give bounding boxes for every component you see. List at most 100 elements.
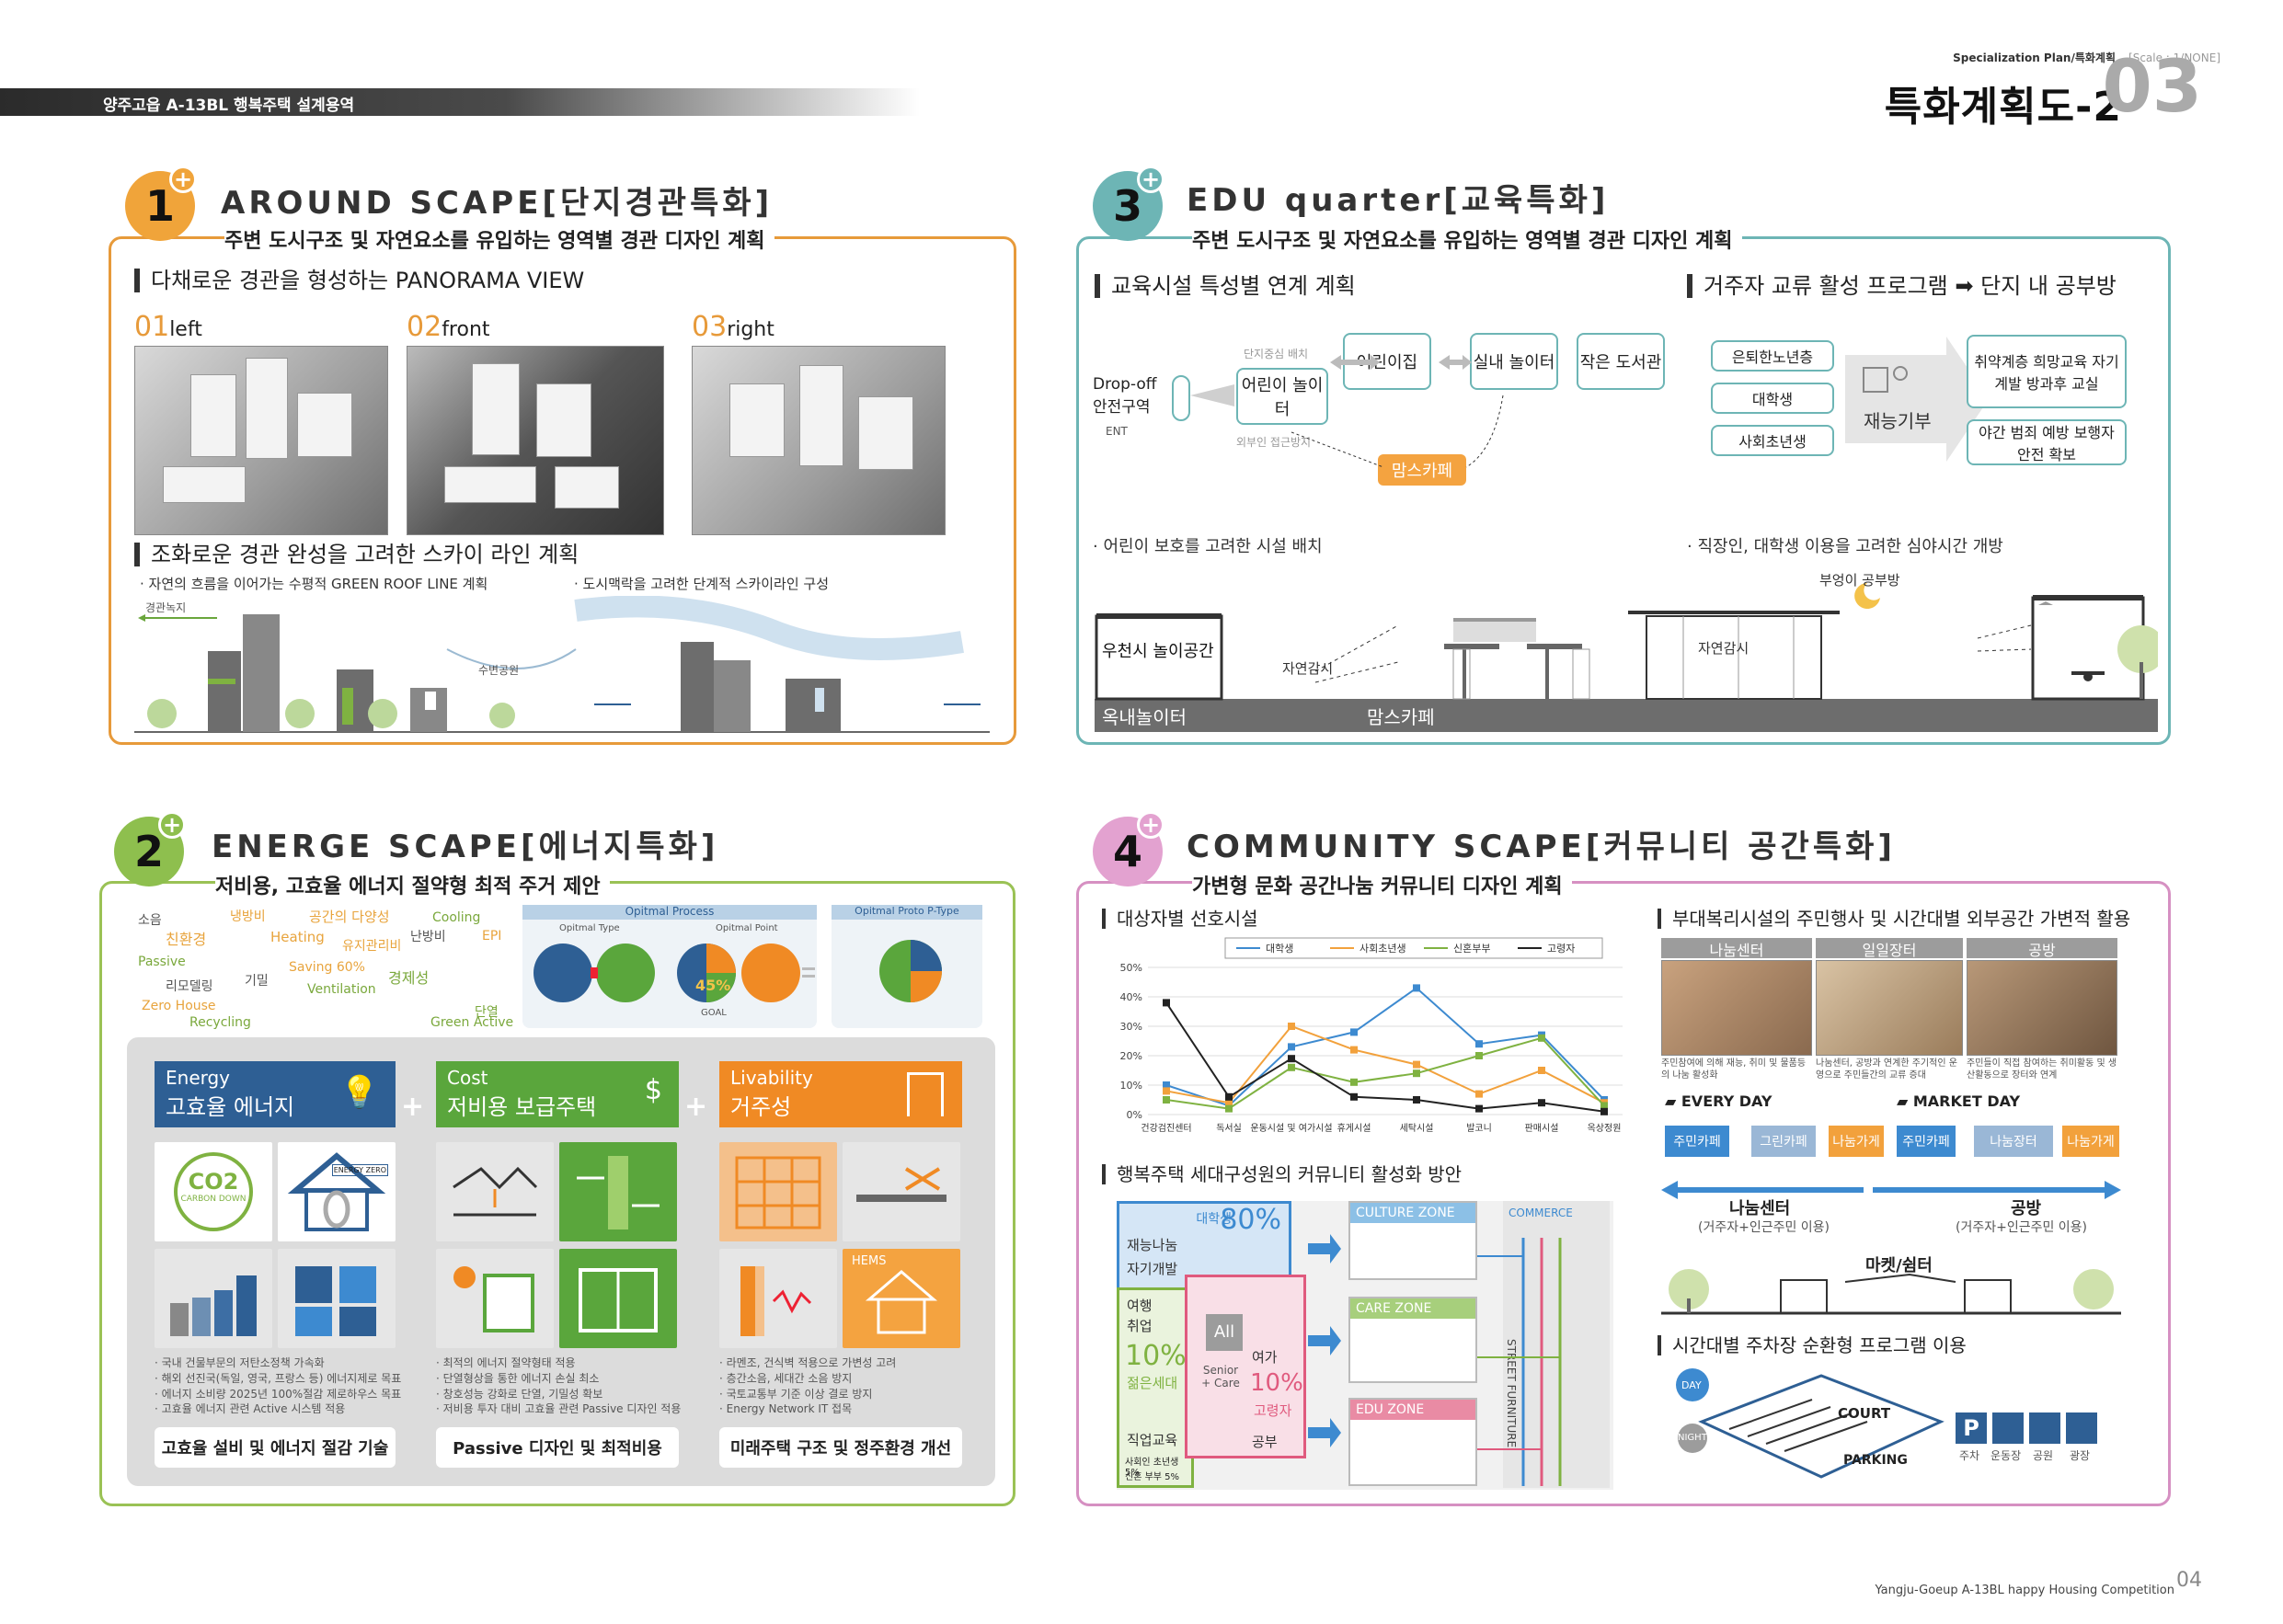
y-tick-label: 50% [1120, 962, 1142, 974]
commerce-zone: COMMERCE STREET FURNITURE [1503, 1201, 1610, 1488]
arrows-diagram [1661, 1181, 2121, 1199]
moms-cafe-box: 맘스카페 [1378, 454, 1466, 486]
photo-caption-3: 주민들이 직접 참여하는 취미활동 및 생산활동으로 장터와 연계 [1967, 1058, 2117, 1081]
plus-icon: + [169, 166, 197, 193]
owl-study-room-label: 부엉이 공부방 [1819, 572, 1900, 589]
workshop-label: 공방 [2011, 1199, 2042, 1218]
group-students: 대학생 [1711, 383, 1834, 414]
data-point [1475, 1052, 1483, 1059]
data-point [1538, 1034, 1545, 1042]
data-point [1538, 1067, 1545, 1074]
youth-zone: 여행 취업 10% 젊은세대 직업교육 사회인 초년생 5% 신혼 부부 5% [1117, 1287, 1194, 1488]
badge-3: 3+ [1093, 166, 1164, 241]
talent-donation-label: 재능기부 [1864, 410, 1932, 432]
page-title: 특화계획도-2 [1884, 84, 2122, 131]
project-name: 양주고읍 A-13BL 행복주택 설계용역 [103, 97, 355, 115]
data-point [1225, 1092, 1233, 1101]
night-label: NIGHT [1678, 1433, 1707, 1443]
sports-icon [1992, 1412, 2024, 1444]
photo-header-1: 나눔센터 [1661, 938, 1812, 959]
energy-footer-3: 미래주택 구조 및 정주환경 개선 [719, 1427, 962, 1468]
care-zone: CARE ZONE [1348, 1297, 1477, 1383]
x-tick-label: 옥상정원 [1588, 1123, 1622, 1134]
legend-label: 사회초년생 [1359, 943, 1406, 955]
insulation-section-icon [436, 1142, 554, 1241]
x-tick-label: 판매시설 [1525, 1123, 1559, 1134]
community-subtitle: 가변형 문화 공간나눔 커뮤니티 디자인 계획 [1192, 870, 1572, 899]
badge-1: 1+ [125, 166, 197, 241]
structure-grid-icon [719, 1142, 837, 1241]
around-title: AROUND SCAPE[단지경관특화] [221, 185, 774, 222]
y-tick-label: 20% [1120, 1050, 1142, 1062]
plus-icon: + [1137, 811, 1164, 839]
dropoff-label: Drop-off 안전구역 [1093, 375, 1157, 417]
top-label: Specialization Plan/특화계획 [1953, 51, 2117, 64]
outcome-education: 취약계층 희망교육 자기계발 방과후 교실 [1967, 335, 2127, 408]
outcome-safety: 야간 범죄 예방 보행자 안전 확보 [1967, 419, 2127, 465]
data-point [1350, 1046, 1358, 1054]
ent-label: ENT [1106, 425, 1128, 438]
edu-quarter-panel [1076, 236, 2171, 745]
elder-zone: All Senior + Care 여가 10% 고령자 공부 [1185, 1275, 1306, 1458]
data-point [1350, 1078, 1358, 1086]
street-section-drawing [1661, 1269, 2121, 1315]
natural-surveillance-1: 자연감시 [1282, 660, 1334, 677]
parking-icon: P [1956, 1412, 1987, 1444]
chip-share-shop-2: 나눔가게 [2062, 1126, 2119, 1157]
parking-label: PARKING [1843, 1453, 1908, 1468]
data-point [1288, 1063, 1295, 1071]
chart-heading: 대상자별 선호시설 [1102, 909, 1258, 929]
hems-house-icon: HEMS [843, 1249, 960, 1348]
activation-heading: 행복주택 세대구성원의 커뮤니티 활성화 방안 [1102, 1164, 1462, 1184]
share-center-sub: (거주자+인근주민 이용) [1698, 1220, 1830, 1235]
footer-text: Yangju-Goeup A-13BL happy Housing Compet… [1875, 1584, 2174, 1597]
floor-noise-icon [843, 1142, 960, 1241]
around-h1: 다채로운 경관을 형성하는 PANORAMA VIEW [134, 269, 584, 292]
chip-share-shop-1: 나눔가게 [1829, 1126, 1884, 1157]
energy-notes-2: · 최적의 에너지 절약형태 적용· 단열형상을 통한 에너지 손실 최소· 창… [436, 1356, 682, 1416]
data-point [1163, 1087, 1170, 1095]
share-center-label: 나눔센터 [1729, 1199, 1791, 1218]
page-number: 04 [2176, 1569, 2202, 1592]
series-line [1165, 987, 1605, 1107]
flea-market-photo [1816, 960, 1963, 1056]
data-point [1475, 1040, 1483, 1048]
y-tick-label: 10% [1120, 1080, 1142, 1092]
data-point [1288, 1055, 1295, 1063]
edu-zone: EDU ZONE [1348, 1398, 1477, 1486]
chip-resident-cafe-1: 주민카페 [1665, 1126, 1729, 1157]
park-icon-label: 공원 [2033, 1449, 2054, 1462]
x-tick-label: 세탁시설 [1400, 1123, 1434, 1134]
culture-zone: CULTURE ZONE [1348, 1201, 1477, 1280]
energy-notes-3: · 라멘조, 건식벽 적용으로 가변성 고려· 층간소음, 세대간 소음 방지·… [719, 1356, 897, 1416]
efficiency-percent: 45% [695, 977, 731, 994]
plus-icon: + [158, 811, 186, 839]
market-day-label: ▰ MARKET DAY [1897, 1092, 2021, 1110]
money-hand-icon: $ [644, 1074, 662, 1106]
every-day-label: ▰ EVERY DAY [1665, 1092, 1772, 1110]
data-point [1350, 1028, 1358, 1036]
data-point [1413, 1069, 1420, 1078]
market-shelter-label: 마켓/쉼터 [1865, 1256, 1933, 1275]
wall-insulation-icon [559, 1142, 677, 1241]
data-point [1163, 1081, 1170, 1089]
data-point [1600, 1107, 1608, 1115]
legend-label: 고령자 [1547, 943, 1575, 955]
workshop-photo [1967, 960, 2117, 1056]
data-point [1288, 1023, 1295, 1030]
data-point [1225, 1099, 1233, 1107]
x-tick-label: 휴게시설 [1337, 1123, 1371, 1134]
view-left-num: 01left [134, 311, 202, 343]
edu-section-drawing [1095, 583, 2158, 732]
data-point [1413, 984, 1420, 992]
plus-icon-1: + [401, 1091, 425, 1123]
y-tick-label: 0% [1127, 1109, 1142, 1121]
around-note-1: · 자연의 흐름을 이어가는 수평적 GREEN ROOF LINE 계획 [140, 576, 488, 592]
panorama-front-image [407, 346, 664, 535]
donation-arrow [1845, 337, 1989, 462]
edu-flow-arrows [1190, 355, 1504, 468]
block-outsiders-label: 외부인 접근방지 [1236, 436, 1312, 449]
optimal-process-diagram [533, 944, 815, 1002]
